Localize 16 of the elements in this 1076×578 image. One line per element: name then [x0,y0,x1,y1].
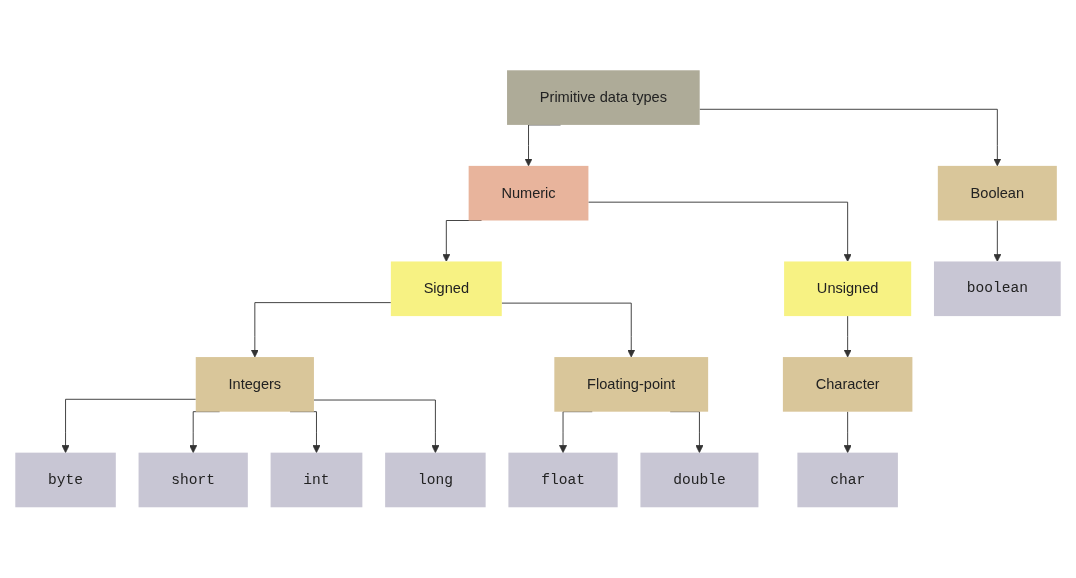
node-box: Floating-point [554,357,709,412]
node-box: Primitive data types [507,70,700,126]
node-box: float [508,452,618,508]
node-box: Integers [195,357,314,412]
node-box: int [270,452,363,508]
node-box: Boolean [937,166,1057,221]
node-box: short [138,452,248,508]
node-box: boolean [933,261,1061,317]
node-box: Signed [390,261,502,317]
node-box: Unsigned [784,261,912,317]
node-box: long [385,452,486,508]
node-box: Character [782,357,913,412]
node-box: char [797,452,898,508]
node-box: Numeric [468,166,589,221]
node-box: byte [15,452,116,508]
node-box: double [640,452,759,508]
